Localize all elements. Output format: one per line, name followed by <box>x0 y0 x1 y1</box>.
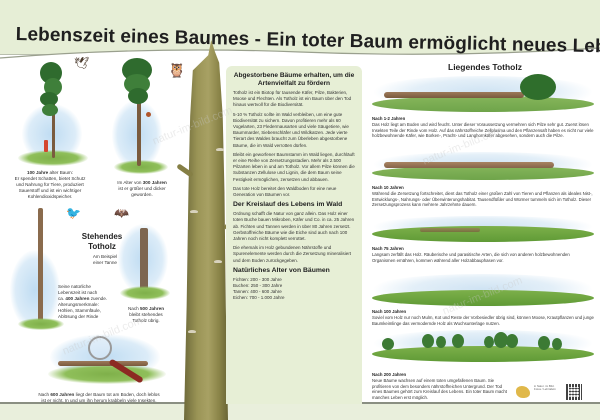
subtitle-line: Am Beispiel <box>92 254 118 259</box>
caption-text: ca. <box>58 296 66 301</box>
caption-line: Ablösung der Rinde <box>58 314 99 319</box>
subtitle-line: einer Tanne <box>93 260 117 265</box>
caption-text: Im Alter von <box>117 180 143 185</box>
step-100-years: Nach 100 Jahren Soviel vom Holz nur noch… <box>372 309 594 326</box>
title-band <box>0 0 600 56</box>
tree-300-caption: Im Alter von 300 Jahren ist er größer un… <box>108 180 176 198</box>
bracket-fungus <box>190 210 198 213</box>
bat-icon: 🦇 <box>114 206 129 220</box>
caption-line: ist er nicht. In und um ihn herum krabbe… <box>41 398 157 403</box>
panel-heading-biodiversity: Abgestorbene Bäume erhalten, um die Arte… <box>233 72 355 87</box>
panel-paragraph: Ordnung schafft die Natur von ganz allei… <box>233 211 355 242</box>
caption-line: Er spendet Schatten, bietet Schutz <box>14 176 86 181</box>
caption-text: Nach <box>38 392 51 397</box>
bird-icon: 🕊 <box>74 56 90 70</box>
step-200-years: Nach 200 Jahren Neue Bäume wachsen auf e… <box>372 372 512 401</box>
caption-line: Sauerstoff und ist ein wichtiger <box>18 188 82 193</box>
heading-line: Stehendes <box>81 232 123 241</box>
caption-line: Seine natürliche <box>58 284 91 289</box>
panel-paragraph: Das tote Holz bereitet den Waldboden für… <box>233 185 337 198</box>
step-title: Nach 75 Jahren <box>372 246 404 251</box>
crow-icon: 🐦 <box>66 206 81 220</box>
age-bold: 100 Jahre <box>27 170 49 175</box>
publisher-logo-text: in Natur. im Bild. Fotos / Lehrtafeln <box>534 384 556 392</box>
age-bold: 500 Jahren <box>140 306 165 311</box>
owl-icon: 🦉 <box>168 62 186 78</box>
caption-text: Nach <box>127 306 140 311</box>
publisher-logo-icon <box>516 386 530 398</box>
age-row: Tannen: 400 - 600 Jahre <box>233 289 355 295</box>
age-bold: 400 Jahren <box>65 296 90 301</box>
child-figure <box>44 140 48 152</box>
step-75-years: Nach 75 Jahren Langsam zerfällt das Holz… <box>372 246 594 263</box>
panel-heading-ages: Natürliches Alter von Bäumen <box>233 266 330 274</box>
tree-600-caption: Nach 600 Jahren liegt der Baum tot am Bo… <box>14 392 184 404</box>
age-tree: Fichten: <box>233 276 250 282</box>
step-text: Das Holz liegt am Boden und wird feucht.… <box>372 121 594 139</box>
age-range: 250 - 300 Jahre <box>250 283 283 289</box>
step-1-2-years: Nach 1-2 Jahren Das Holz liegt am Boden … <box>372 116 594 139</box>
caption-text: alter Baum: <box>48 170 73 175</box>
standing-deadwood-subtitle: Am Beispiel einer Tanne <box>80 254 130 266</box>
panel-heading-cycle: Der Kreislauf des Lebens im Wald <box>233 201 343 209</box>
age-range: 400 - 600 Jahre <box>250 289 282 295</box>
caption-line: Höhlen, Stammfäule, <box>58 308 101 313</box>
caption-line: Kohlendioxidspeicher. <box>27 194 73 199</box>
step-title: Nach 1-2 Jahren <box>372 116 406 121</box>
age-bold: 300 Jahren <box>142 180 167 185</box>
dead-tree-trunk-illustration <box>184 40 228 420</box>
title-divider-curve <box>0 47 600 68</box>
age-row: Fichten: 200 - 300 Jahre <box>233 277 355 283</box>
step-text: Während die Zersetzung fortschreitet, di… <box>372 190 593 208</box>
age-range: 700 - 1.000 Jahre <box>249 295 285 301</box>
info-panel: Abgestorbene Bäume erhalten, um die Arte… <box>226 66 362 404</box>
caption-line: ist er größer und dicker <box>118 186 166 191</box>
step-10-years: Nach 10 Jahren Während die Zersetzung fo… <box>372 185 594 208</box>
tree-500-caption: Nach 500 Jahren bleibt stehendes Totholz… <box>116 306 176 324</box>
age-bold: 600 Jahren <box>50 392 75 397</box>
caption-line: Totholz übrig. <box>132 318 160 323</box>
age-row: Buchen: 250 - 300 Jahre <box>233 283 355 289</box>
caption-text: zuende. <box>89 296 108 301</box>
step-title: Nach 100 Jahren <box>372 309 407 314</box>
panel-paragraph: Totholz ist ein Biotop für tausende Käfe… <box>233 90 352 108</box>
step-text: Soviel vom Holz nur noch Mulm, Kot und R… <box>372 314 594 326</box>
caption-text: liegt der Baum tot am Boden, doch leblos <box>74 392 160 397</box>
step-title: Nach 200 Jahren <box>372 372 407 377</box>
tree-age-list: Fichten: 200 - 300 Jahre Buchen: 250 - 3… <box>233 277 355 302</box>
heading-line: Totholz <box>88 242 116 251</box>
magnifier-icon <box>88 336 112 360</box>
age-tree: Eichen: <box>233 295 249 301</box>
caption-line: und Nahrung für Tiere, produziert <box>16 182 84 187</box>
age-range: 200 - 300 Jahre <box>250 276 282 282</box>
standing-deadwood-heading: Stehendes Totholz <box>74 232 130 252</box>
caption-line: bleibt stehendes <box>129 312 163 317</box>
panel-paragraph: 5-10 % Totholz sollte im Wald verbleiben… <box>233 111 349 148</box>
panel-paragraph: Die ehemals im Holz gebundenen Nährstoff… <box>233 245 352 263</box>
panel-paragraph: Bleibt ein geworfener Baumstamm im Wald … <box>233 151 355 182</box>
qr-code-icon <box>566 384 582 400</box>
bracket-fungus <box>188 330 196 333</box>
tree-400-caption: Seine natürliche Lebenszeit ist nach ca.… <box>58 284 118 320</box>
caption-line: Alterungsmerkmale: <box>58 302 99 307</box>
step-text: Langsam zerfällt das Holz. Räuberische u… <box>372 251 570 263</box>
bracket-fungus <box>216 148 224 151</box>
age-tree: Tannen: <box>233 289 250 295</box>
age-tree: Buchen: <box>233 283 250 289</box>
tree-100-caption: 100 Jahre alter Baum: Er spendet Schatte… <box>4 170 96 200</box>
step-text: Neue Bäume wachsen auf einem toten umgef… <box>372 377 507 401</box>
caption-line: Lebenszeit ist nach <box>58 290 98 295</box>
squirrel <box>146 112 151 117</box>
lying-deadwood-heading: Liegendes Totholz <box>448 62 522 72</box>
step-title: Nach 10 Jahren <box>372 185 404 190</box>
caption-line: geworden. <box>131 192 153 197</box>
age-row: Eichen: 700 - 1.000 Jahre <box>233 295 355 301</box>
bracket-fungus <box>214 260 222 263</box>
